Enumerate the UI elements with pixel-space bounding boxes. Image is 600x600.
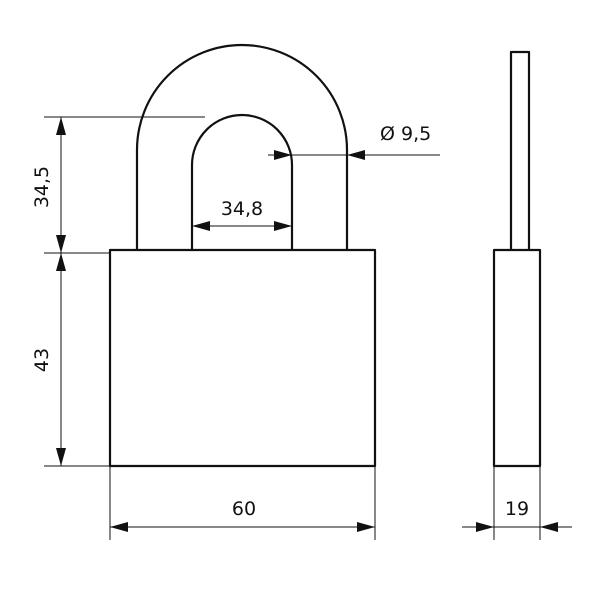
- shackle: [135, 43, 349, 255]
- body-height-label: 43: [31, 348, 53, 372]
- dim-shackle-diameter: Ø 9,5: [268, 123, 440, 160]
- shackle-diameter-label: Ø 9,5: [380, 123, 431, 145]
- dim-shackle-inner-width: 34,8: [192, 198, 292, 231]
- body-width-label: 60: [232, 498, 256, 520]
- shackle-inner-width-label: 34,8: [221, 198, 263, 220]
- side-body: [492, 248, 542, 468]
- body-thickness-label: 19: [505, 498, 529, 520]
- dim-shackle-height: 34,5: [31, 116, 205, 254]
- dim-body-thickness: 19: [462, 466, 572, 540]
- shackle-height-label: 34,5: [31, 166, 53, 208]
- dim-body-height: 43: [31, 253, 110, 467]
- lock-body: [108, 248, 377, 468]
- dim-body-width: 60: [109, 466, 376, 540]
- side-shackle: [509, 50, 531, 254]
